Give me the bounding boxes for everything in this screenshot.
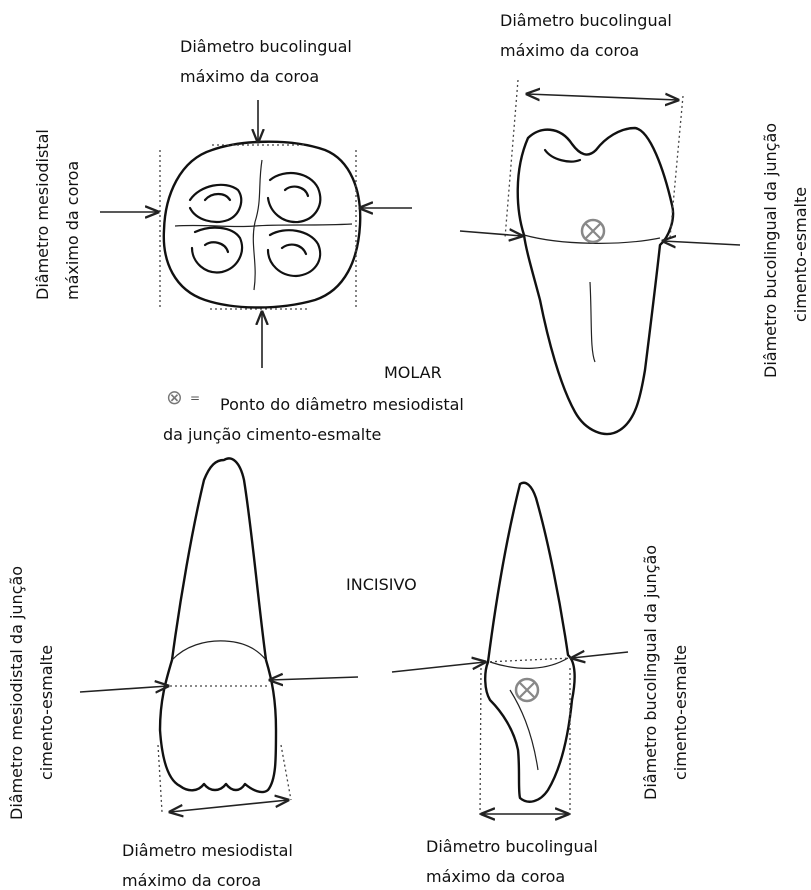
molar-proximal-outline	[518, 128, 673, 434]
molar-left-vertical-label-1: Diâmetro mesiodistal	[33, 129, 52, 300]
incisor-proximal-view	[392, 483, 628, 818]
molar-proximal-left-guide	[505, 80, 518, 238]
cej-point-legend-icon: ⊗	[166, 385, 183, 409]
molar-proximal-right-arrow	[663, 241, 740, 245]
legend-text-2: da junção cimento-esmalte	[163, 425, 381, 444]
incisor-left-vertical-label-2: cimento-esmalte	[37, 645, 56, 780]
molar-title: MOLAR	[384, 363, 442, 382]
molar-proximal-top-arrow	[527, 94, 678, 100]
incisor-labial-outline	[160, 458, 276, 792]
molar-right-vertical-label-1: Diâmetro bucolingual da junção	[761, 123, 780, 378]
incisor-left-vertical-label-1: Diâmetro mesiodistal da junção	[7, 566, 26, 820]
incisor-cej-point-icon	[516, 679, 538, 701]
legend: ⊗ = Ponto do diâmetro mesiodistal da jun…	[163, 385, 464, 444]
incisor-labial-right-arrow	[270, 677, 358, 680]
incisor-bottom-right-label-1: Diâmetro bucolingual	[426, 837, 598, 856]
molar-top-left-label-2: máximo da coroa	[180, 67, 319, 86]
legend-equals: =	[190, 391, 200, 405]
molar-top-right-label-1: Diâmetro bucolingual	[500, 11, 672, 30]
incisor-proximal-outline	[485, 483, 574, 802]
legend-text-1: Ponto do diâmetro mesiodistal	[220, 395, 464, 414]
incisor-right-vertical-label-1: Diâmetro bucolingual da junção	[641, 545, 660, 800]
incisor-proximal-right-arrow	[572, 652, 628, 658]
molar-cej-point-icon	[582, 220, 604, 242]
incisor-labial-right-guide	[281, 745, 291, 800]
molar-right-vertical-label-2: cimento-esmalte	[791, 187, 810, 322]
incisor-bottom-left-label-2: máximo da coroa	[122, 871, 261, 890]
incisor-proximal-left-guide	[480, 668, 481, 818]
incisor-right-vertical-label-2: cimento-esmalte	[671, 645, 690, 780]
incisor-bottom-right-label-2: máximo da coroa	[426, 867, 565, 886]
incisor-labial-bottom-arrow	[170, 800, 288, 812]
molar-proximal-right-guide	[670, 96, 683, 238]
molar-top-right-label-2: máximo da coroa	[500, 41, 639, 60]
incisor-proximal-left-arrow	[392, 662, 485, 672]
molar-occlusal-view	[100, 100, 412, 368]
incisor-labial-left-arrow	[80, 686, 168, 692]
incisor-bottom-left-label-1: Diâmetro mesiodistal	[122, 841, 293, 860]
incisor-labial-view	[80, 458, 358, 812]
molar-left-vertical-label-2: máximo da coroa	[63, 161, 82, 300]
molar-proximal-view	[460, 80, 740, 434]
molar-proximal-left-arrow	[460, 231, 522, 236]
incisor-labial-left-guide	[158, 745, 162, 812]
incisor-title: INCISIVO	[346, 575, 417, 594]
molar-top-left-label-1: Diâmetro bucolingual	[180, 37, 352, 56]
